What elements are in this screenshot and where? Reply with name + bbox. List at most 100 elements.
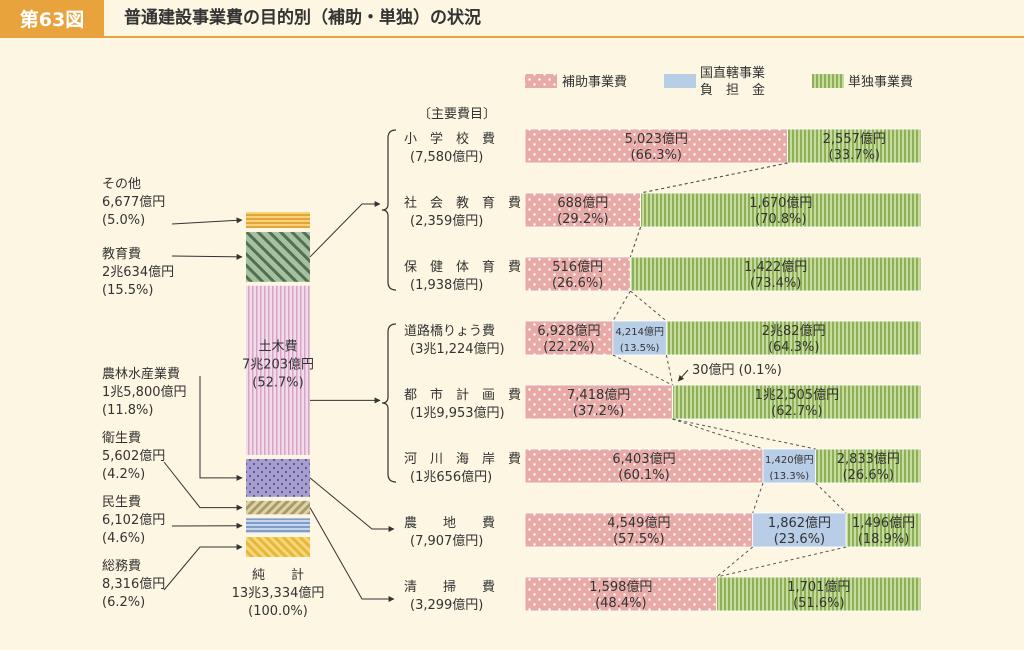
row-5-seg-2-amount: 2,833億円 [837,451,900,467]
figure-title: 普通建設事業費の目的別（補助・単独）の状況 [124,8,481,28]
dash-koku-4-5 [672,418,816,450]
row-7-seg-1 [716,576,922,612]
legend: 補助事業費 国直轄事業 負 担 金 単独事業費 [525,65,913,98]
row-name-5: 河 川 海 岸 費 [404,452,521,467]
dash-koku-0-1 [640,162,788,194]
leader-line-5 [171,253,243,260]
dash-hojo-6-7 [716,546,754,578]
row-4-seg-0-pct: (37.2%) [573,404,624,419]
row-5-seg-2 [815,448,922,484]
composition-label-amount-5: 2兆634億円 [102,264,174,280]
row-6-seg-1-amount: 1,862億円 [768,515,831,531]
composition-label-amount-3: 1兆5,800億円 [102,384,187,400]
composition-segment-1 [246,518,310,534]
row-1-seg-1-amount: 1,670億円 [749,195,812,211]
legend-label-hojo: 補助事業費 [562,74,627,90]
composition-label-amount-6: 6,677億円 [102,194,165,210]
composition-segment-5 [246,232,310,282]
composition-label-pct-2: (4.2%) [102,467,145,482]
row-1-seg-1-pct: (70.8%) [755,212,806,227]
row-4-seg-2 [672,384,922,420]
row-0-seg-1 [787,128,922,164]
row-total-6: (7,907億円) [410,533,483,549]
composition-segment-2 [246,500,310,515]
arrow-seiso [309,507,395,602]
row-4-seg-2-pct: (62.7%) [771,404,822,419]
row-4-seg-0-amount: 7,418億円 [567,387,630,403]
figure-number: 第63図 [0,0,104,36]
row-total-3: (3兆1,224億円) [410,341,505,357]
composition-label-name-3: 農林水産業費 [102,366,180,382]
composition-segment-6 [246,212,310,229]
legend-label-kokuchoku-1: 国直轄事業 [700,65,765,81]
dash-hojo-3-4 [612,354,673,386]
row-5-seg-0 [524,448,764,484]
row-total-2: (1,938億円) [410,277,483,293]
brace-education [381,129,397,291]
row-3-seg-0 [524,320,614,356]
row-2-seg-0 [524,256,631,292]
total-pct: (100.0%) [248,604,308,619]
row-3-seg-2 [665,320,922,356]
row-total-1: (2,359億円) [410,213,483,229]
stacked-bars: 小 学 校 費(7,580億円)5,023億円(66.3%)2,557億円(33… [404,128,922,613]
row-name-1: 社 会 教 育 費 [404,195,521,211]
chart-svg: 補助事業費 国直轄事業 負 担 金 単独事業費 〔主要費目〕 その他6,677億… [102,65,922,619]
row-6-seg-2-pct: (18.9%) [858,532,909,547]
row-6-seg-1-pct: (23.6%) [774,532,825,547]
row-3-seg-0-pct: (22.2%) [543,340,594,355]
row-name-6: 農 地 費 [404,516,495,531]
row-3-seg-1-pct: (13.5%) [620,343,660,354]
composition-segment-4 [246,285,310,455]
leader-line-0 [163,544,243,591]
dash-koku-3-4 [665,354,674,386]
composition-label-pct-3: (11.8%) [102,403,153,418]
row-4-seg-0 [524,384,673,420]
row-1-seg-0-amount: 688億円 [557,195,608,211]
legend-swatch-hojo [525,74,557,88]
row-5-seg-1 [762,448,817,484]
arrow-nochi [309,477,395,532]
connectors [163,129,847,602]
leader-line-3 [199,376,243,481]
composition-inside-amount: 7兆203億円 [242,356,314,372]
arrow-education [309,201,381,258]
leader-line-6 [171,217,243,225]
dash-koku-1-2 [629,226,642,258]
legend-label-kokuchoku-2: 負 担 金 [700,82,765,98]
composition-label-amount-0: 8,316億円 [102,576,165,592]
row-2-seg-0-pct: (26.6%) [552,276,603,291]
composition-label-pct-1: (4.6%) [102,531,145,546]
dash-koku-5-6 [815,482,847,514]
row-name-0: 小 学 校 費 [404,131,495,147]
row-5-seg-2-pct: (26.6%) [843,468,894,483]
row-5-seg-1-amount: 1,420億円 [765,453,814,466]
row-3-seg-0-amount: 6,928億円 [537,323,600,339]
row-3-seg-1-amount: 4,214億円 [615,325,664,338]
dash-hojo-4-5 [672,418,764,450]
figure-header: 第63図 普通建設事業費の目的別（補助・単独）の状況 [0,0,1024,38]
composition-label-name-1: 民生費 [102,495,141,510]
row-2-seg-0-amount: 516億円 [552,259,603,275]
row-6-seg-0 [524,512,754,548]
row-5-seg-0-pct: (60.1%) [618,468,669,483]
row-name-2: 保 健 体 育 費 [404,259,521,275]
row-2-seg-1-amount: 1,422億円 [744,259,807,275]
total-amount: 13兆3,334億円 [232,585,325,601]
row-1-seg-0 [524,192,642,228]
row-4-seg-2-amount: 1兆2,505億円 [755,387,840,403]
row-3-seg-1 [612,320,667,356]
row-6-seg-2 [845,512,922,548]
composition-label-pct-5: (15.5%) [102,283,153,298]
row-3-seg-2-pct: (64.3%) [768,340,819,355]
composition-segment-0 [246,537,310,557]
composition-label-name-6: その他 [102,177,141,192]
row-1-seg-0-pct: (29.2%) [557,212,608,227]
composition-label-pct-0: (6.2%) [102,595,145,610]
row-2-seg-1-pct: (73.4%) [750,276,801,291]
composition-labels: その他6,677億円(5.0%)教育費2兆634億円(15.5%)農林水産業費1… [102,177,314,610]
row-name-7: 清 掃 費 [404,579,495,595]
dash-koku-2-3 [630,290,667,322]
row-total-5: (1兆656億円) [410,469,492,485]
